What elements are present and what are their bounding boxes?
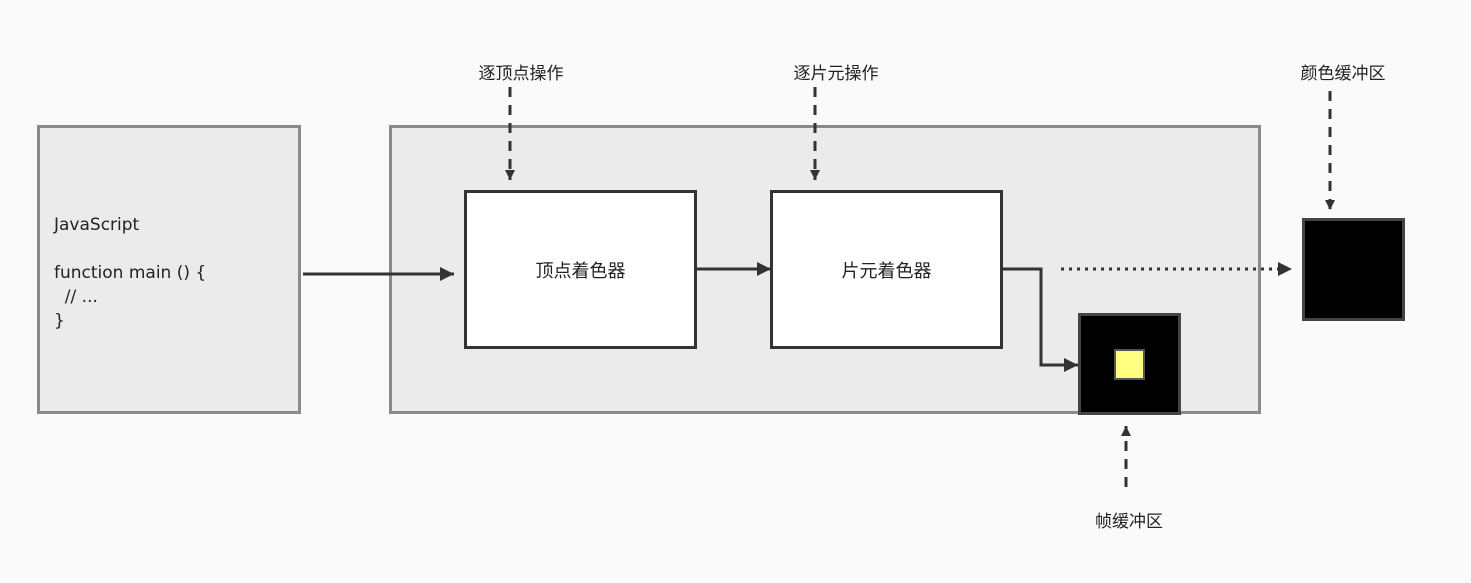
fragment-shader-label: 片元着色器 [841, 260, 932, 282]
per-vertex-label: 逐顶点操作 [478, 64, 564, 84]
frame-buffer-label: 帧缓冲区 [1095, 512, 1163, 532]
fragment-shader-box: 片元着色器 [770, 190, 1003, 349]
vertex-shader-label: 顶点着色器 [535, 260, 626, 282]
frame-buffer-box [1078, 313, 1181, 415]
javascript-box: JavaScript function main () { // ... } [37, 125, 301, 414]
per-fragment-label: 逐片元操作 [793, 64, 879, 84]
vertex-shader-box: 顶点着色器 [464, 190, 697, 349]
fragment-to-framebuffer-arrow [1003, 267, 1078, 372]
javascript-code: JavaScript function main () { // ... } [54, 215, 207, 331]
frame-buffer-pixel [1114, 349, 1145, 380]
color-buffer-box [1302, 218, 1405, 321]
color-buffer-label: 颜色缓冲区 [1300, 64, 1386, 84]
